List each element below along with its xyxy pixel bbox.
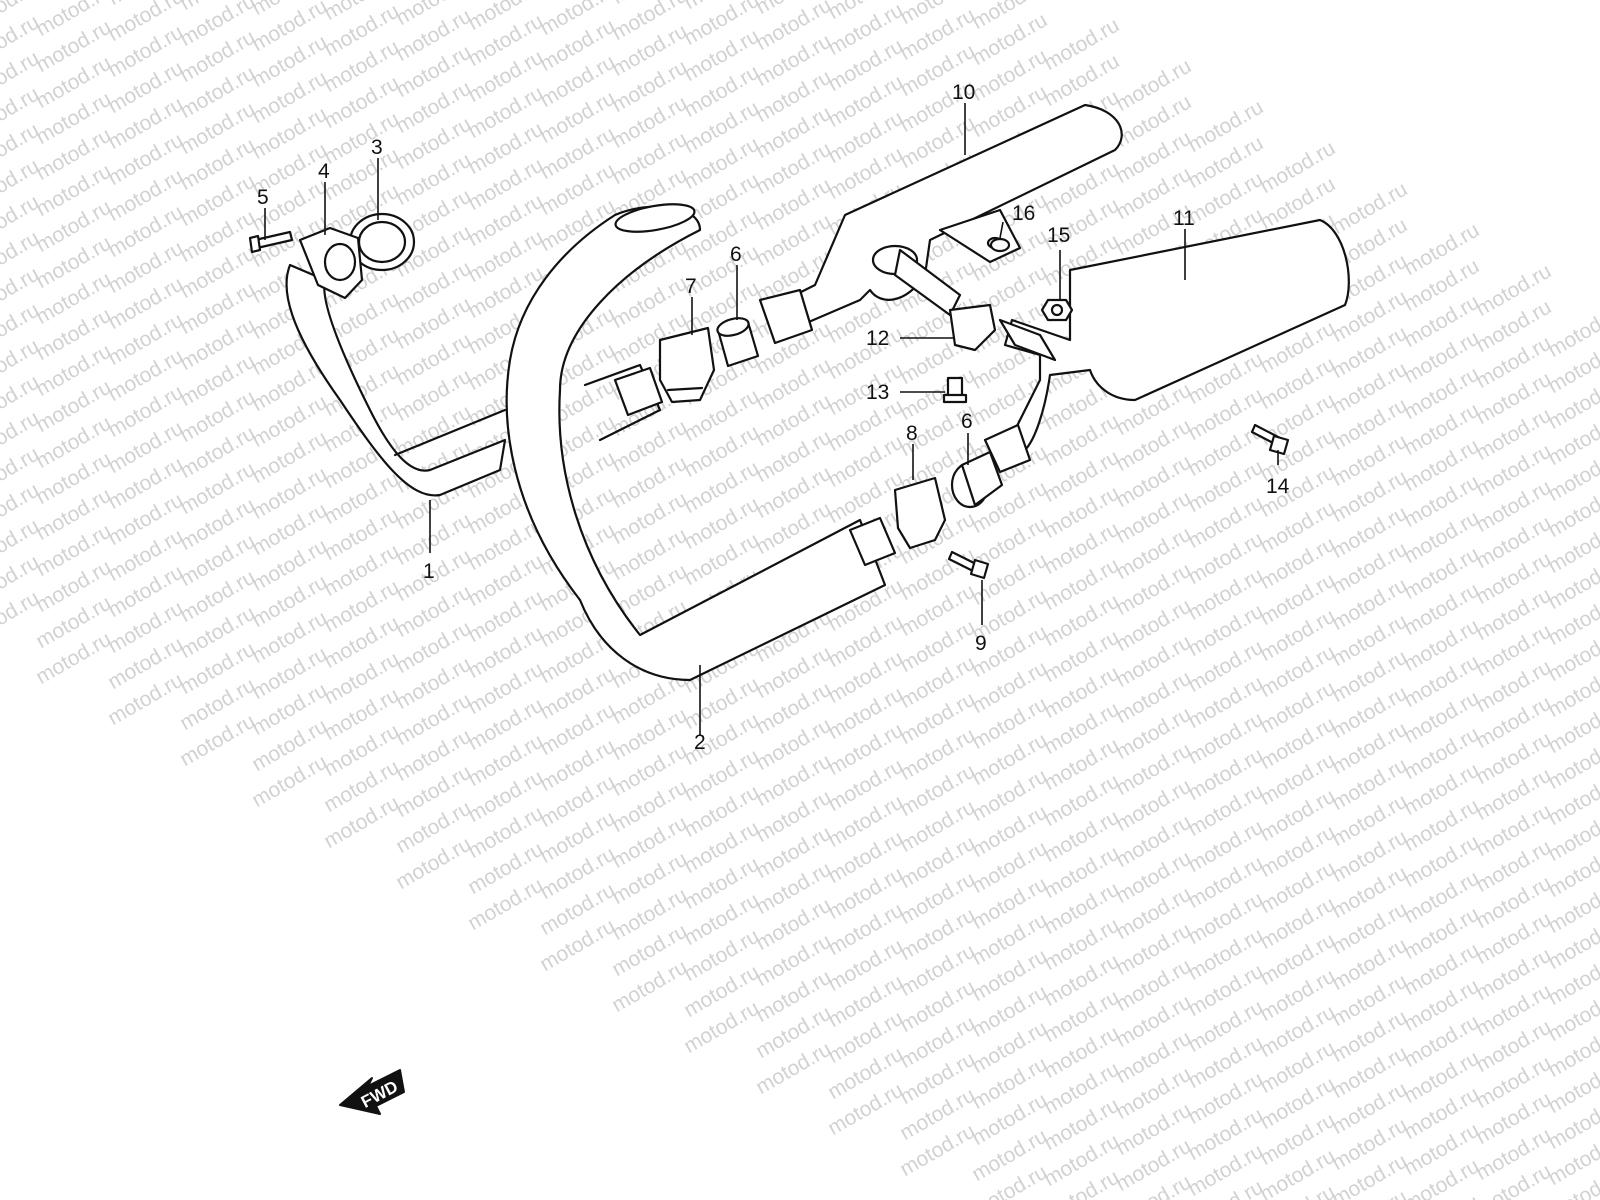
washer: [989, 237, 1011, 253]
callout-10: 10: [952, 81, 975, 104]
bracket-clamp: [948, 303, 997, 352]
callout-4: 4: [318, 160, 330, 183]
callout-2: 2: [694, 731, 706, 754]
rear-exhaust-pipe: [505, 203, 897, 682]
pipe-clamp-upper: [658, 326, 716, 404]
small-bolt: [942, 376, 968, 404]
callout-8: 8: [906, 422, 918, 445]
callout-3: 3: [371, 136, 383, 159]
connector-sleeve-lower: [950, 450, 1004, 509]
callout-13: 13: [866, 381, 889, 404]
muffler-lower: [983, 218, 1350, 474]
front-exhaust-pipe: [285, 263, 507, 497]
callout-15: 15: [1047, 224, 1070, 247]
callout-12: 12: [866, 327, 889, 350]
callout-11: 11: [1173, 207, 1195, 230]
flange-bolt: [248, 230, 294, 254]
connector-sleeve-upper: [716, 317, 760, 368]
callout-9: 9: [975, 632, 987, 655]
callout-16: 16: [1012, 202, 1035, 225]
clamp-bolt: [947, 550, 990, 580]
fwd-direction-arrow: FWD: [339, 1069, 405, 1115]
callout-7: 7: [685, 275, 697, 298]
hex-nut: [1040, 298, 1074, 322]
callout-1: 1: [423, 560, 435, 583]
callout-6-lower: 6: [961, 410, 973, 433]
callouts: 1 2 3 4 5 6 7 8 6 9 10 11 12 13 14 15 16: [257, 81, 1290, 754]
muffler-mounting-bolt: [1250, 423, 1290, 456]
exhaust-flange: [298, 226, 364, 300]
callout-6-upper: 6: [730, 243, 742, 266]
pipe-clamp-lower: [893, 476, 947, 550]
callout-14: 14: [1266, 475, 1290, 498]
leader-lines: [264, 103, 1279, 735]
callout-5: 5: [257, 186, 269, 209]
